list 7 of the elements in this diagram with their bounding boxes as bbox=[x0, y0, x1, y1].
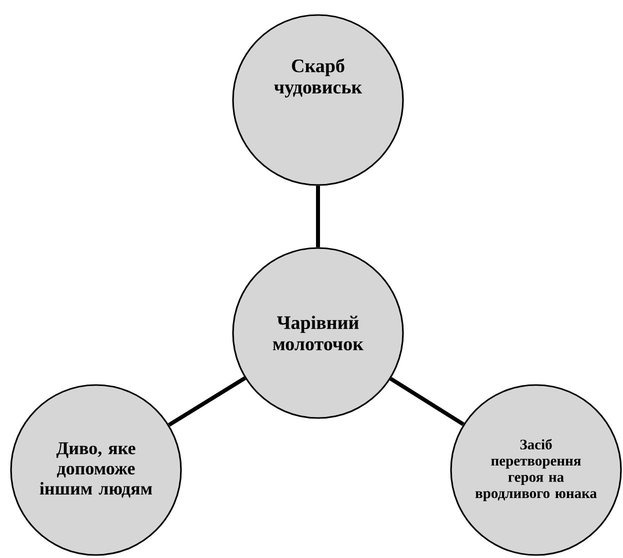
connector-line bbox=[316, 186, 320, 248]
connector-line bbox=[390, 376, 464, 426]
connector-line bbox=[168, 376, 246, 427]
circle-node: Скарб чудовиськ bbox=[232, 14, 404, 186]
circle-node: Засіб перетворення героя на вродливого юнака bbox=[450, 384, 622, 556]
circle-node: Чарівний молоточок bbox=[232, 247, 404, 419]
circle-node: Диво, яке допоможе іншим людям bbox=[10, 384, 182, 556]
